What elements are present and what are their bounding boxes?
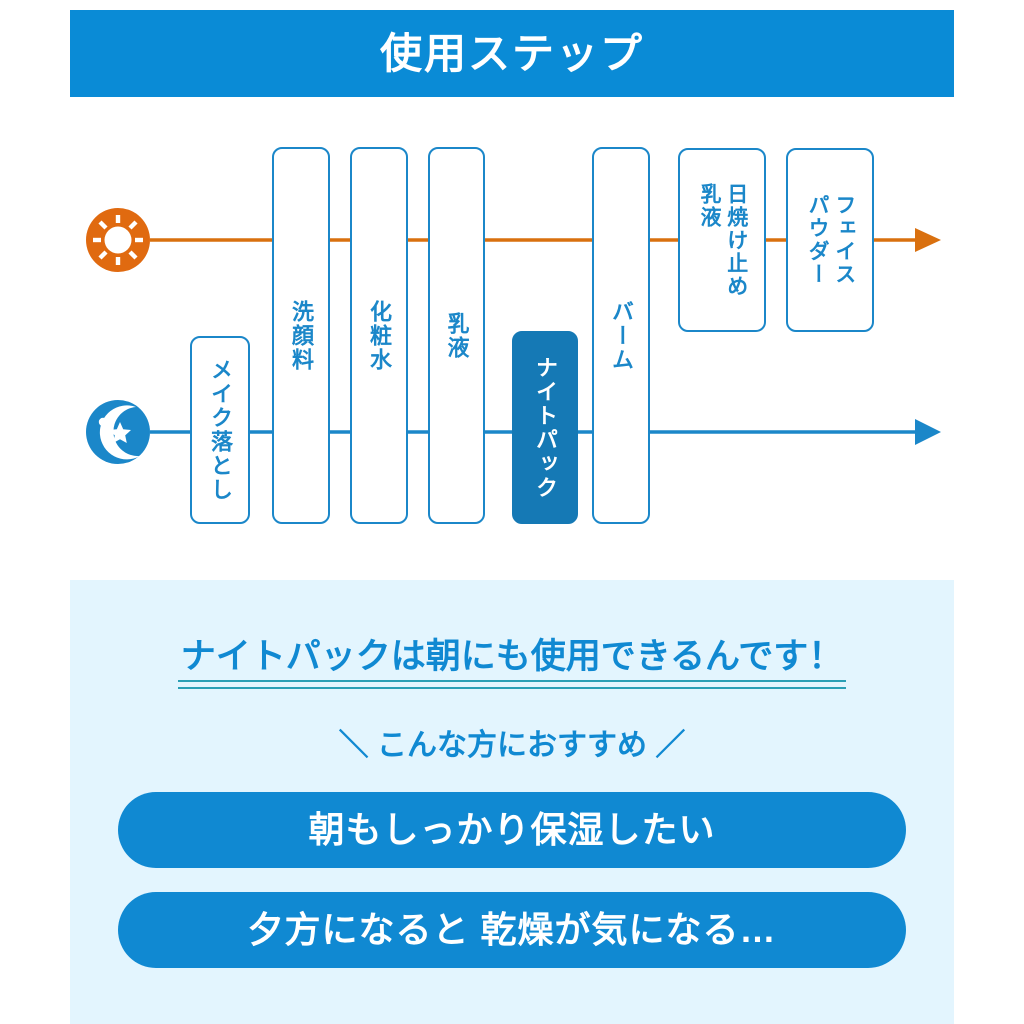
step-label-lotion: 化粧水 [366,299,392,372]
step-label-face-wash: 洗顔料 [288,299,314,372]
sun-icon [86,208,150,272]
night-flow-arrowhead [915,419,941,445]
day-flow-arrowhead [915,228,941,252]
step-label-makeup-remover: メイク落とし [207,358,233,502]
step-box-night-pack[interactable]: ナイトパック [512,331,578,524]
step-box-lotion[interactable]: 化粧水 [350,147,408,524]
step-label-face-powder: フェイス パウダー [804,194,856,286]
step-label-balm: バーム [608,299,634,372]
step-box-face-wash[interactable]: 洗顔料 [272,147,330,524]
step-box-makeup-remover[interactable]: メイク落とし [190,336,250,524]
panel-subline: ＼ こんな方におすすめ ／ [338,729,686,762]
step-box-face-powder[interactable]: フェイス パウダー [786,148,874,332]
pill-morning-moisture-label: 朝もしっかり保湿したい [308,809,716,850]
headline-underline-bottom [178,687,846,689]
usage-steps-diagram: メイク落とし 洗顔料 化粧水 乳液 ナイトパック バーム 日焼け止め 乳液 フェ… [0,97,1024,580]
moon-icon [86,400,150,464]
step-label-face-powder-main: フェイス [832,194,856,286]
step-label-sunscreen-sub: 乳液 [698,182,721,229]
step-label-emulsion: 乳液 [444,311,470,360]
step-label-night-pack: ナイトパック [532,355,558,500]
header-banner: 使用ステップ [70,10,954,97]
panel-headline: ナイトパックは朝にも使用できるんです！ [180,637,844,676]
step-label-sunscreen-main: 日焼け止め [724,182,748,298]
step-box-emulsion[interactable]: 乳液 [428,147,485,524]
pill-evening-dryness-label: 夕方になると 乾燥が気になる… [247,909,777,950]
recommendation-panel: ナイトパックは朝にも使用できるんです！ ＼ こんな方におすすめ ／ 朝もしっかり… [70,580,954,1024]
step-box-balm[interactable]: バーム [592,147,650,524]
step-label-face-powder-sub: パウダー [806,194,829,286]
page-title: 使用ステップ [379,29,644,77]
step-label-sunscreen: 日焼け止め 乳液 [696,183,748,298]
step-box-sunscreen[interactable]: 日焼け止め 乳液 [678,148,766,332]
pill-morning-moisture[interactable]: 朝もしっかり保湿したい [118,792,906,868]
headline-underline-top [178,680,846,682]
pill-evening-dryness[interactable]: 夕方になると 乾燥が気になる… [118,892,906,968]
